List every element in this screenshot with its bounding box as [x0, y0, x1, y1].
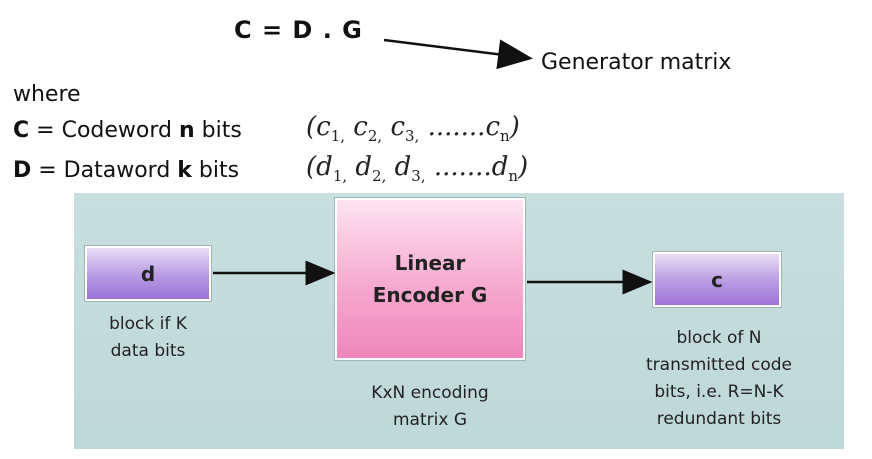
dataword-bits: bits: [191, 158, 240, 183]
flow-arrows: [213, 260, 653, 295]
dataword-definition: D = Dataword k bits: [13, 158, 239, 183]
codeword-bits: bits: [194, 118, 242, 143]
codeword-text: = Codeword: [29, 118, 179, 143]
generator-matrix-label: Generator matrix: [541, 50, 732, 75]
codeword-tuple: (c1, c2, c3, .......cn): [306, 112, 520, 146]
encoder-diagram: d block if K data bits Linear Encoder G …: [74, 193, 844, 449]
linear-encoder-box: Linear Encoder G: [335, 198, 525, 360]
codeword-definition: C = Codeword n bits: [13, 118, 242, 143]
code-block-box: c: [653, 252, 781, 307]
dataword-k: k: [177, 158, 192, 183]
encoder-title-line2: Encoder G: [372, 283, 488, 307]
annotation-arrow: [383, 38, 533, 70]
encoder-caption: KxN encoding matrix G: [371, 383, 489, 430]
dataword-text: = Dataword: [31, 158, 178, 183]
codeword-symbol: C: [13, 118, 30, 143]
dataword-tuple: (d1, d2, d3, .......dn): [306, 152, 529, 186]
where-label: where: [13, 82, 81, 107]
data-block-caption: block if K data bits: [109, 314, 187, 361]
encoder-title-line1: Linear: [394, 251, 466, 275]
codeword-n: n: [178, 118, 195, 143]
code-block-caption: block of N transmitted code bits, i.e. R…: [646, 328, 792, 429]
dataword-symbol: D: [13, 158, 32, 183]
data-block-box: d: [85, 246, 211, 301]
equation: C = D . G: [234, 16, 363, 44]
